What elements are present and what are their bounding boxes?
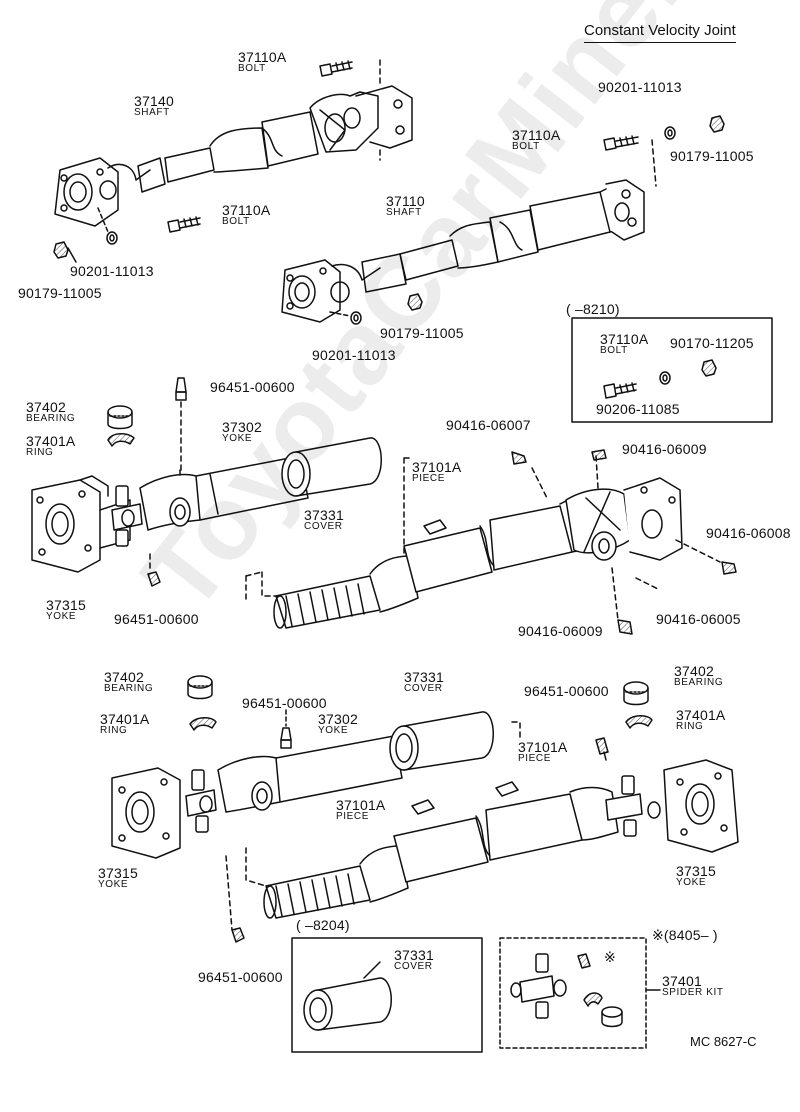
- cv-joint-drawing: [565, 477, 683, 561]
- label-nut-90179-11005-1: 90179-11005: [18, 285, 102, 301]
- yoke-37302-drawing-1: [139, 455, 309, 531]
- spider-kit-drawing: [510, 953, 623, 1028]
- sliding-shaft-drawing-2: [263, 786, 619, 919]
- label-washer-90201-11013-2: 90201-11013: [598, 79, 682, 95]
- yoke-37315-drawing-3: [663, 759, 739, 853]
- inset-spider-kit-box: [499, 937, 647, 1049]
- grease-fitting-drawing-2: [280, 727, 292, 749]
- label-nut-90179-11005-2: 90179-11005: [670, 148, 754, 164]
- bolt-drawing-2: [167, 216, 201, 233]
- spider-drawing-2: [185, 769, 217, 833]
- label-fitting-96451-00600-3: 96451-00600: [524, 683, 609, 699]
- figure-code: MC 8627-C: [690, 1034, 757, 1049]
- spider-drawing-3: [605, 775, 661, 837]
- cover-37331-drawing-1: [281, 437, 382, 497]
- shaft-37140-drawing: [54, 85, 413, 227]
- label-fitting-90416-06008: 90416-06008: [706, 525, 791, 541]
- cover-37331-drawing-3: [303, 977, 392, 1031]
- label-washer-90206-11085: 90206-11085: [596, 401, 680, 417]
- label-fitting-96451-00600-4: 96451-00600: [242, 695, 327, 711]
- yoke-37302-drawing-2: [217, 735, 403, 813]
- bolt-drawing-3: [603, 135, 639, 151]
- bearing-drawing-1: [107, 405, 133, 430]
- inset-8210-box: [571, 317, 773, 423]
- label-fitting-90416-06009-1: 90416-06009: [622, 441, 707, 457]
- yoke-37315-drawing-2: [111, 767, 181, 859]
- inset-8210-range: ( –8210): [566, 301, 620, 317]
- label-fitting-96451-00600-1: 96451-00600: [210, 379, 295, 395]
- spider-kit-mark: ※: [604, 949, 616, 965]
- label-fitting-90416-06005: 90416-06005: [656, 611, 741, 627]
- label-fitting-90416-06007: 90416-06007: [446, 417, 531, 433]
- label-nut-90170-11205: 90170-11205: [670, 335, 754, 351]
- spider-drawing-1: [111, 485, 143, 547]
- grease-fitting-drawing-1: [175, 377, 187, 401]
- bolt-drawing-1: [319, 60, 353, 77]
- inset-8204-box: [291, 937, 483, 1053]
- label-fitting-96451-00600-5: 96451-00600: [198, 969, 283, 985]
- yoke-37315-drawing-1: [31, 475, 131, 573]
- inset-8405-range: ※(8405– ): [652, 927, 718, 943]
- sliding-shaft-drawing-1: [273, 495, 613, 629]
- cover-37331-drawing-2: [389, 711, 494, 771]
- inset-8210-parts: [603, 359, 717, 399]
- label-washer-90201-11013-3: 90201-11013: [312, 347, 396, 363]
- shaft-37110-drawing: [281, 179, 645, 323]
- bearing-drawing-3: [623, 681, 649, 706]
- inset-8204-range: ( –8204): [296, 917, 350, 933]
- label-fitting-90416-06009-2: 90416-06009: [518, 623, 603, 639]
- label-washer-90201-11013-1: 90201-11013: [70, 263, 154, 279]
- label-fitting-96451-00600-2: 96451-00600: [114, 611, 199, 627]
- bearing-drawing-2: [187, 675, 213, 700]
- page-title: Constant Velocity Joint: [584, 22, 736, 43]
- label-nut-90179-11005-3: 90179-11005: [380, 325, 464, 341]
